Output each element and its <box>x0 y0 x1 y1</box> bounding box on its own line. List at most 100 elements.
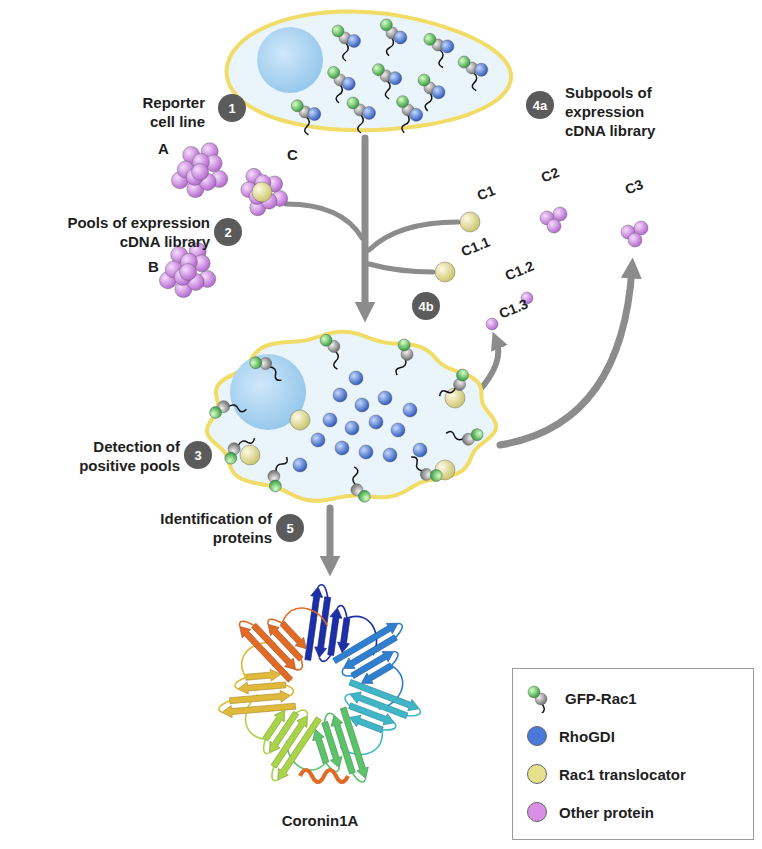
other-protein-ball <box>180 264 197 281</box>
callout-number: 2 <box>224 225 231 240</box>
step-label: Identification of proteins <box>150 510 272 548</box>
flow-arrow <box>369 222 458 250</box>
legend-swatch <box>527 726 547 746</box>
loop <box>341 666 353 679</box>
beta-strand <box>245 668 281 683</box>
loop <box>382 720 397 734</box>
flow-arrow <box>327 508 334 566</box>
gfp-rac1-molecule <box>291 97 323 136</box>
rhogdi-ball <box>413 443 427 457</box>
gfp-ball <box>223 450 239 466</box>
legend-symbol <box>527 683 553 713</box>
rhogdi-ball <box>431 85 446 100</box>
gfp-rac1-molecule <box>347 97 376 133</box>
gfp-rac1-molecule <box>407 448 444 488</box>
gfp-ball <box>267 478 284 495</box>
loop <box>266 615 282 631</box>
cdna-pool <box>241 168 288 215</box>
gfp-rac1-molecule <box>528 686 547 713</box>
flow-arrow <box>286 204 362 238</box>
subpool-name: C1.1 <box>459 234 493 261</box>
rhogdi-ball <box>359 445 373 459</box>
rhogdi-ball <box>403 403 417 417</box>
lipid-tail <box>303 117 310 135</box>
gfp-rac1-molecule <box>247 350 285 390</box>
callout-circle: 2 <box>214 218 242 246</box>
loop <box>286 684 294 696</box>
pool-letter: C <box>287 146 298 165</box>
gfp-ball <box>372 63 385 76</box>
rhogdi-ball <box>378 391 392 405</box>
gfp-ball <box>327 66 340 79</box>
loop <box>218 701 230 713</box>
pool-letter: A <box>158 140 169 159</box>
cell-membrane <box>227 11 512 130</box>
other-protein-ball <box>547 219 561 233</box>
lipid-tail <box>386 38 395 57</box>
lipid-tail <box>425 93 433 112</box>
beta-strand <box>237 679 286 695</box>
lipid-tail <box>470 72 478 91</box>
gfp-rac1-molecule <box>349 466 370 503</box>
rhogdi-ball <box>393 30 408 45</box>
loop <box>234 677 246 689</box>
callout-number: 1 <box>228 101 235 116</box>
gfp-ball <box>247 354 264 371</box>
translocator-ball <box>240 445 260 465</box>
gfp-rac1-molecule <box>445 420 485 449</box>
lipid-tail <box>445 430 464 441</box>
gfp-rac1-molecule <box>261 454 298 494</box>
rhogdi-ball <box>323 413 337 427</box>
lipid-tail <box>228 404 247 412</box>
legend-swatch <box>527 764 547 784</box>
rhogdi-ball <box>311 433 325 447</box>
rhogdi-ball <box>474 62 489 77</box>
gfp-ball <box>470 427 485 442</box>
lipid-tail <box>384 81 391 99</box>
rhogdi-ball <box>342 77 356 91</box>
legend-box: GFP-Rac1RhoGDIRac1 translocatorOther pro… <box>512 668 754 840</box>
callout-number: 3 <box>194 448 201 463</box>
legend-text: Rac1 translocator <box>559 766 686 783</box>
callout-circle: 5 <box>276 514 304 542</box>
cell-membrane <box>207 332 496 501</box>
lipid-tail <box>539 704 545 713</box>
legend-entry: GFP-Rac1 <box>527 683 637 713</box>
other-protein-ball <box>628 233 642 247</box>
gfp-rac1-molecule <box>375 18 409 58</box>
helix <box>300 770 348 782</box>
lipid-tail <box>352 467 359 485</box>
loop <box>386 650 402 665</box>
gfp-rac1-molecule <box>332 25 361 61</box>
flow-arrow <box>362 138 369 312</box>
callout-number: 4a <box>533 98 547 113</box>
callout-circle: 1 <box>218 94 246 122</box>
gfp-ball <box>428 467 445 484</box>
translocator-ball <box>445 388 465 408</box>
lipid-tail <box>401 114 410 133</box>
pool-letter: B <box>148 258 159 277</box>
step-label: Reporter cell line <box>120 94 205 132</box>
loop <box>336 605 349 618</box>
translocator-ball <box>435 262 455 282</box>
propeller-blade <box>331 617 433 718</box>
flow-arrow <box>369 264 433 272</box>
loop <box>390 622 406 637</box>
callout-number: 5 <box>286 521 293 536</box>
loop <box>317 584 330 597</box>
rhogdi-ball <box>383 448 397 462</box>
beta-strand <box>229 690 291 707</box>
flow-arrow <box>500 268 632 445</box>
rhogdi-ball <box>348 35 361 48</box>
gfp-rac1-molecule <box>433 367 474 401</box>
gfp-rac1-molecule <box>423 30 457 70</box>
lipid-tail <box>394 358 407 377</box>
subpool-name: C1 <box>475 182 498 205</box>
lipid-tail <box>437 49 446 68</box>
legend-entry: Rac1 translocator <box>527 759 686 789</box>
subpool-name: C2 <box>539 164 562 187</box>
gfp-ball <box>347 97 359 109</box>
rhogdi-ball <box>293 458 307 472</box>
gfp-rac1-molecule <box>391 95 426 136</box>
loop <box>296 707 309 719</box>
